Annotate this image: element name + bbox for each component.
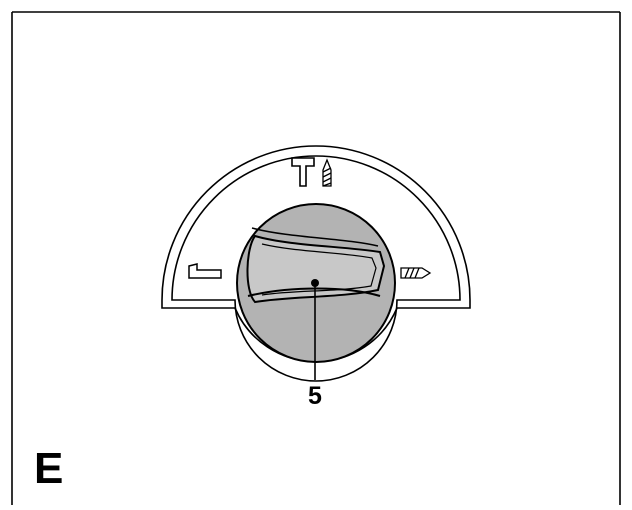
panel-letter-label: E xyxy=(34,444,64,493)
knob-grip-inner-line xyxy=(261,243,377,296)
hammer-icon xyxy=(291,157,315,187)
housing-inner-outline xyxy=(171,155,461,382)
frame xyxy=(11,11,621,505)
rotary-knob xyxy=(236,203,396,363)
drill-icon xyxy=(400,267,432,279)
knob-grip-ridge xyxy=(246,234,386,304)
chisel-icon xyxy=(188,263,222,279)
drill-bit-icon xyxy=(322,158,332,187)
callout-number-label: 5 xyxy=(308,382,322,410)
knob-lower-rim xyxy=(247,287,381,297)
knob-upper-rim xyxy=(251,227,379,247)
